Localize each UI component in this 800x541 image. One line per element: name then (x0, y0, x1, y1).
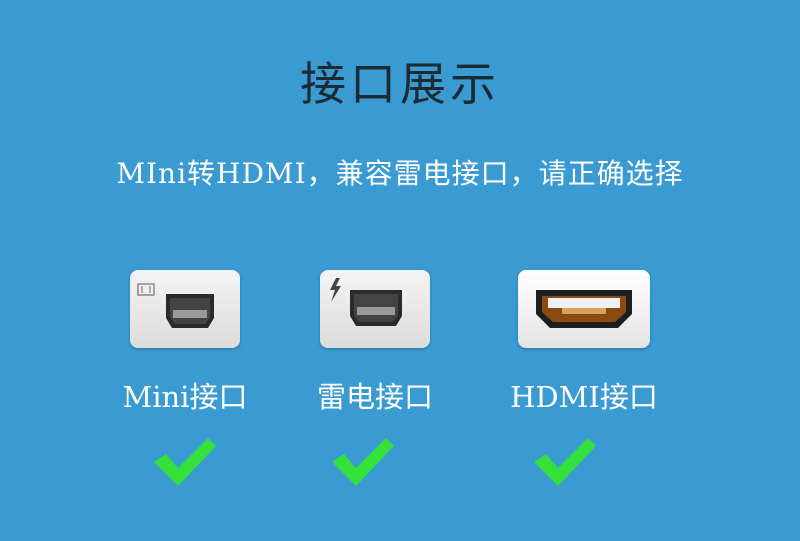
thunderbolt-port-image (320, 270, 430, 348)
hdmi-port-image (518, 270, 650, 348)
check-mark-icon (534, 438, 596, 486)
port-label-thunderbolt: 雷电接口 (316, 380, 433, 414)
mini-displayport-image (130, 270, 240, 348)
page-subtitle: MIni转HDMI，兼容雷电接口，请正确选择 (116, 157, 684, 190)
check-mark-icon (154, 438, 216, 486)
thunderbolt-icon (330, 278, 402, 326)
mini-displayport-icon (137, 283, 214, 328)
check-mark-icon (332, 438, 394, 486)
port-label-mini: Mini接口 (122, 380, 248, 414)
page-title: 接口展示 (300, 57, 500, 111)
hdmi-port-icon (536, 290, 632, 328)
port-label-hdmi: HDMI接口 (510, 380, 658, 414)
